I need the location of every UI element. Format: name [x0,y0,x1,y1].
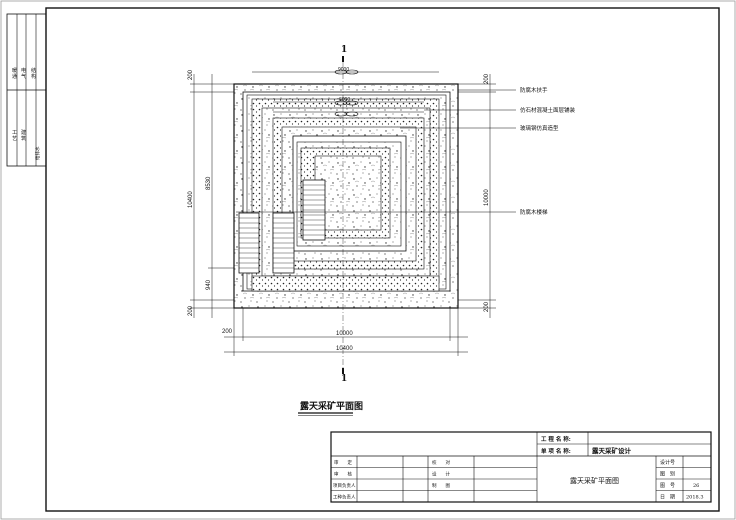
strip-top-4: 气 [21,73,26,80]
leaders [236,89,516,213]
right-label-2: 图 别 [660,471,675,478]
strip-bottom-3: 建 [21,129,26,136]
project-label: 工 程 名 称: [541,435,571,443]
stair-2 [272,212,295,274]
row-left-3: 项目负责人 [333,482,356,489]
strip-top-3: 电 [21,67,26,74]
dim-top-inner-2: 6000 [339,97,350,103]
dims-bottom [224,308,468,356]
strip-bottom-1: 工 [12,130,17,136]
drawing-number: 26 [693,483,699,489]
right-label-4: 日 期 [660,495,675,501]
dim-left-200-bottom: 200 [188,305,194,316]
stair-1 [238,212,260,274]
right-label-3: 图 号 [660,483,675,489]
strip-bottom-2: 艺 [12,136,17,142]
right-label-1: 设计号 [660,459,675,466]
title-block [330,431,712,503]
row-left-1: 审 定 [334,459,352,466]
dim-right-200-top: 200 [484,73,490,84]
row-left-4: 工种负责人 [333,494,356,501]
strip-bottom-4: 筑 [21,135,26,142]
dim-left-8530: 8530 [206,176,212,190]
inner-border [45,7,720,512]
dim-left-200-top: 200 [188,69,194,80]
section-mark-bottom-label: 1 [341,374,347,384]
dim-top-inner: 9000 [338,67,349,73]
item-label: 单 项 名 称: [541,447,571,455]
dim-bottom-10000: 10000 [336,331,353,337]
section-mark-top-label: 1 [341,45,347,55]
annotation-frp: 玻璃钢仿真造型 [520,124,559,132]
annotation-stair: 防腐木楼梯 [520,208,548,216]
row-mid-2: 设 计 [432,471,450,478]
section-mark-bottom: 1 [341,368,347,384]
dim-right-200-bottom: 200 [484,301,490,312]
strip-top-2: 通 [12,73,17,80]
dim-bottom-200: 200 [222,329,233,335]
row-mid-1: 校 对 [432,459,450,466]
section-mark-top: 1 [341,45,347,62]
drawing-date: 2018.3 [686,495,704,501]
dim-left-940: 940 [206,279,212,290]
strip-top-5: 结 [31,67,36,74]
mine-plan [233,62,459,368]
strip-bottom-5: 给排水 [34,146,41,160]
annotation-paving: 仿石材混凝土面层铺装 [520,106,576,114]
dim-left-10400: 10400 [188,191,194,208]
drawing-name: 露天采矿平面图 [570,476,619,485]
drawing-title: 露天采矿平面图 [300,400,363,412]
dims-right [458,74,496,318]
row-mid-3: 制 图 [432,482,450,489]
stair-3 [302,179,326,241]
dim-bottom-10400: 10400 [336,346,353,352]
signature-strip: 暖 通 电 气 结 构 工 艺 建 筑 给排水 [6,13,47,167]
row-left-2: 审 核 [334,471,352,478]
pit-center [314,155,382,231]
strip-top-6: 构 [31,73,36,80]
strip-top-1: 暖 [12,67,17,74]
item-value: 露天采矿设计 [592,446,632,455]
dims-top [252,71,439,113]
dim-right-10000: 10000 [484,189,490,206]
annotation-handrail: 防腐木扶手 [520,86,548,94]
dims-left [190,74,234,318]
